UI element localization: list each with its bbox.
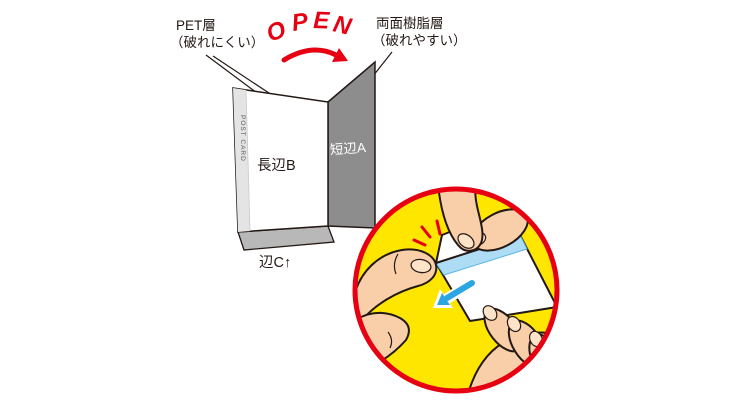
pet-layer-label-line2: （破れにくい） <box>170 35 264 50</box>
resin-layer-label-line1: 両面樹脂層 <box>376 16 444 31</box>
peel-marks <box>412 219 442 247</box>
open-letter-p: P <box>290 8 311 37</box>
right-finger-1-nail <box>482 305 498 321</box>
pet-layer-label-line1: PET層 <box>176 18 216 33</box>
pet-layer-annotation: PET層 （破れにくい） <box>170 18 282 103</box>
bottom-edge-label: 辺C↑ <box>259 254 291 271</box>
open-letter-e: E <box>313 7 331 35</box>
postcard-illustration: POST CARD 長辺B 短辺A 辺C↑ <box>232 60 376 271</box>
front-panel <box>232 87 329 233</box>
top-thumb <box>436 191 484 252</box>
peel-detail-inset <box>352 186 560 394</box>
postcard-vertical-text: POST CARD <box>239 115 246 162</box>
front-panel-edge-strip <box>233 88 250 232</box>
front-panel-label: 長辺B <box>257 157 296 174</box>
peel-direction-arrow <box>433 276 480 308</box>
top-thumb-nail <box>457 233 475 249</box>
inset-border <box>352 186 560 394</box>
front-panel-edge-line <box>245 89 251 232</box>
open-word: O P E N <box>263 7 355 63</box>
open-letter-n: N <box>331 11 355 41</box>
left-thumb-nail <box>410 258 432 274</box>
open-arrow <box>281 47 348 63</box>
left-thumb-crease <box>393 253 399 275</box>
resin-layer-label-line2: （破れやすい） <box>372 33 467 48</box>
open-letter-o: O <box>263 16 290 48</box>
pet-layer-leader-lines <box>205 54 279 100</box>
right-finger-2-nail <box>506 315 522 333</box>
side-panel-label: 短辺A <box>329 140 366 157</box>
